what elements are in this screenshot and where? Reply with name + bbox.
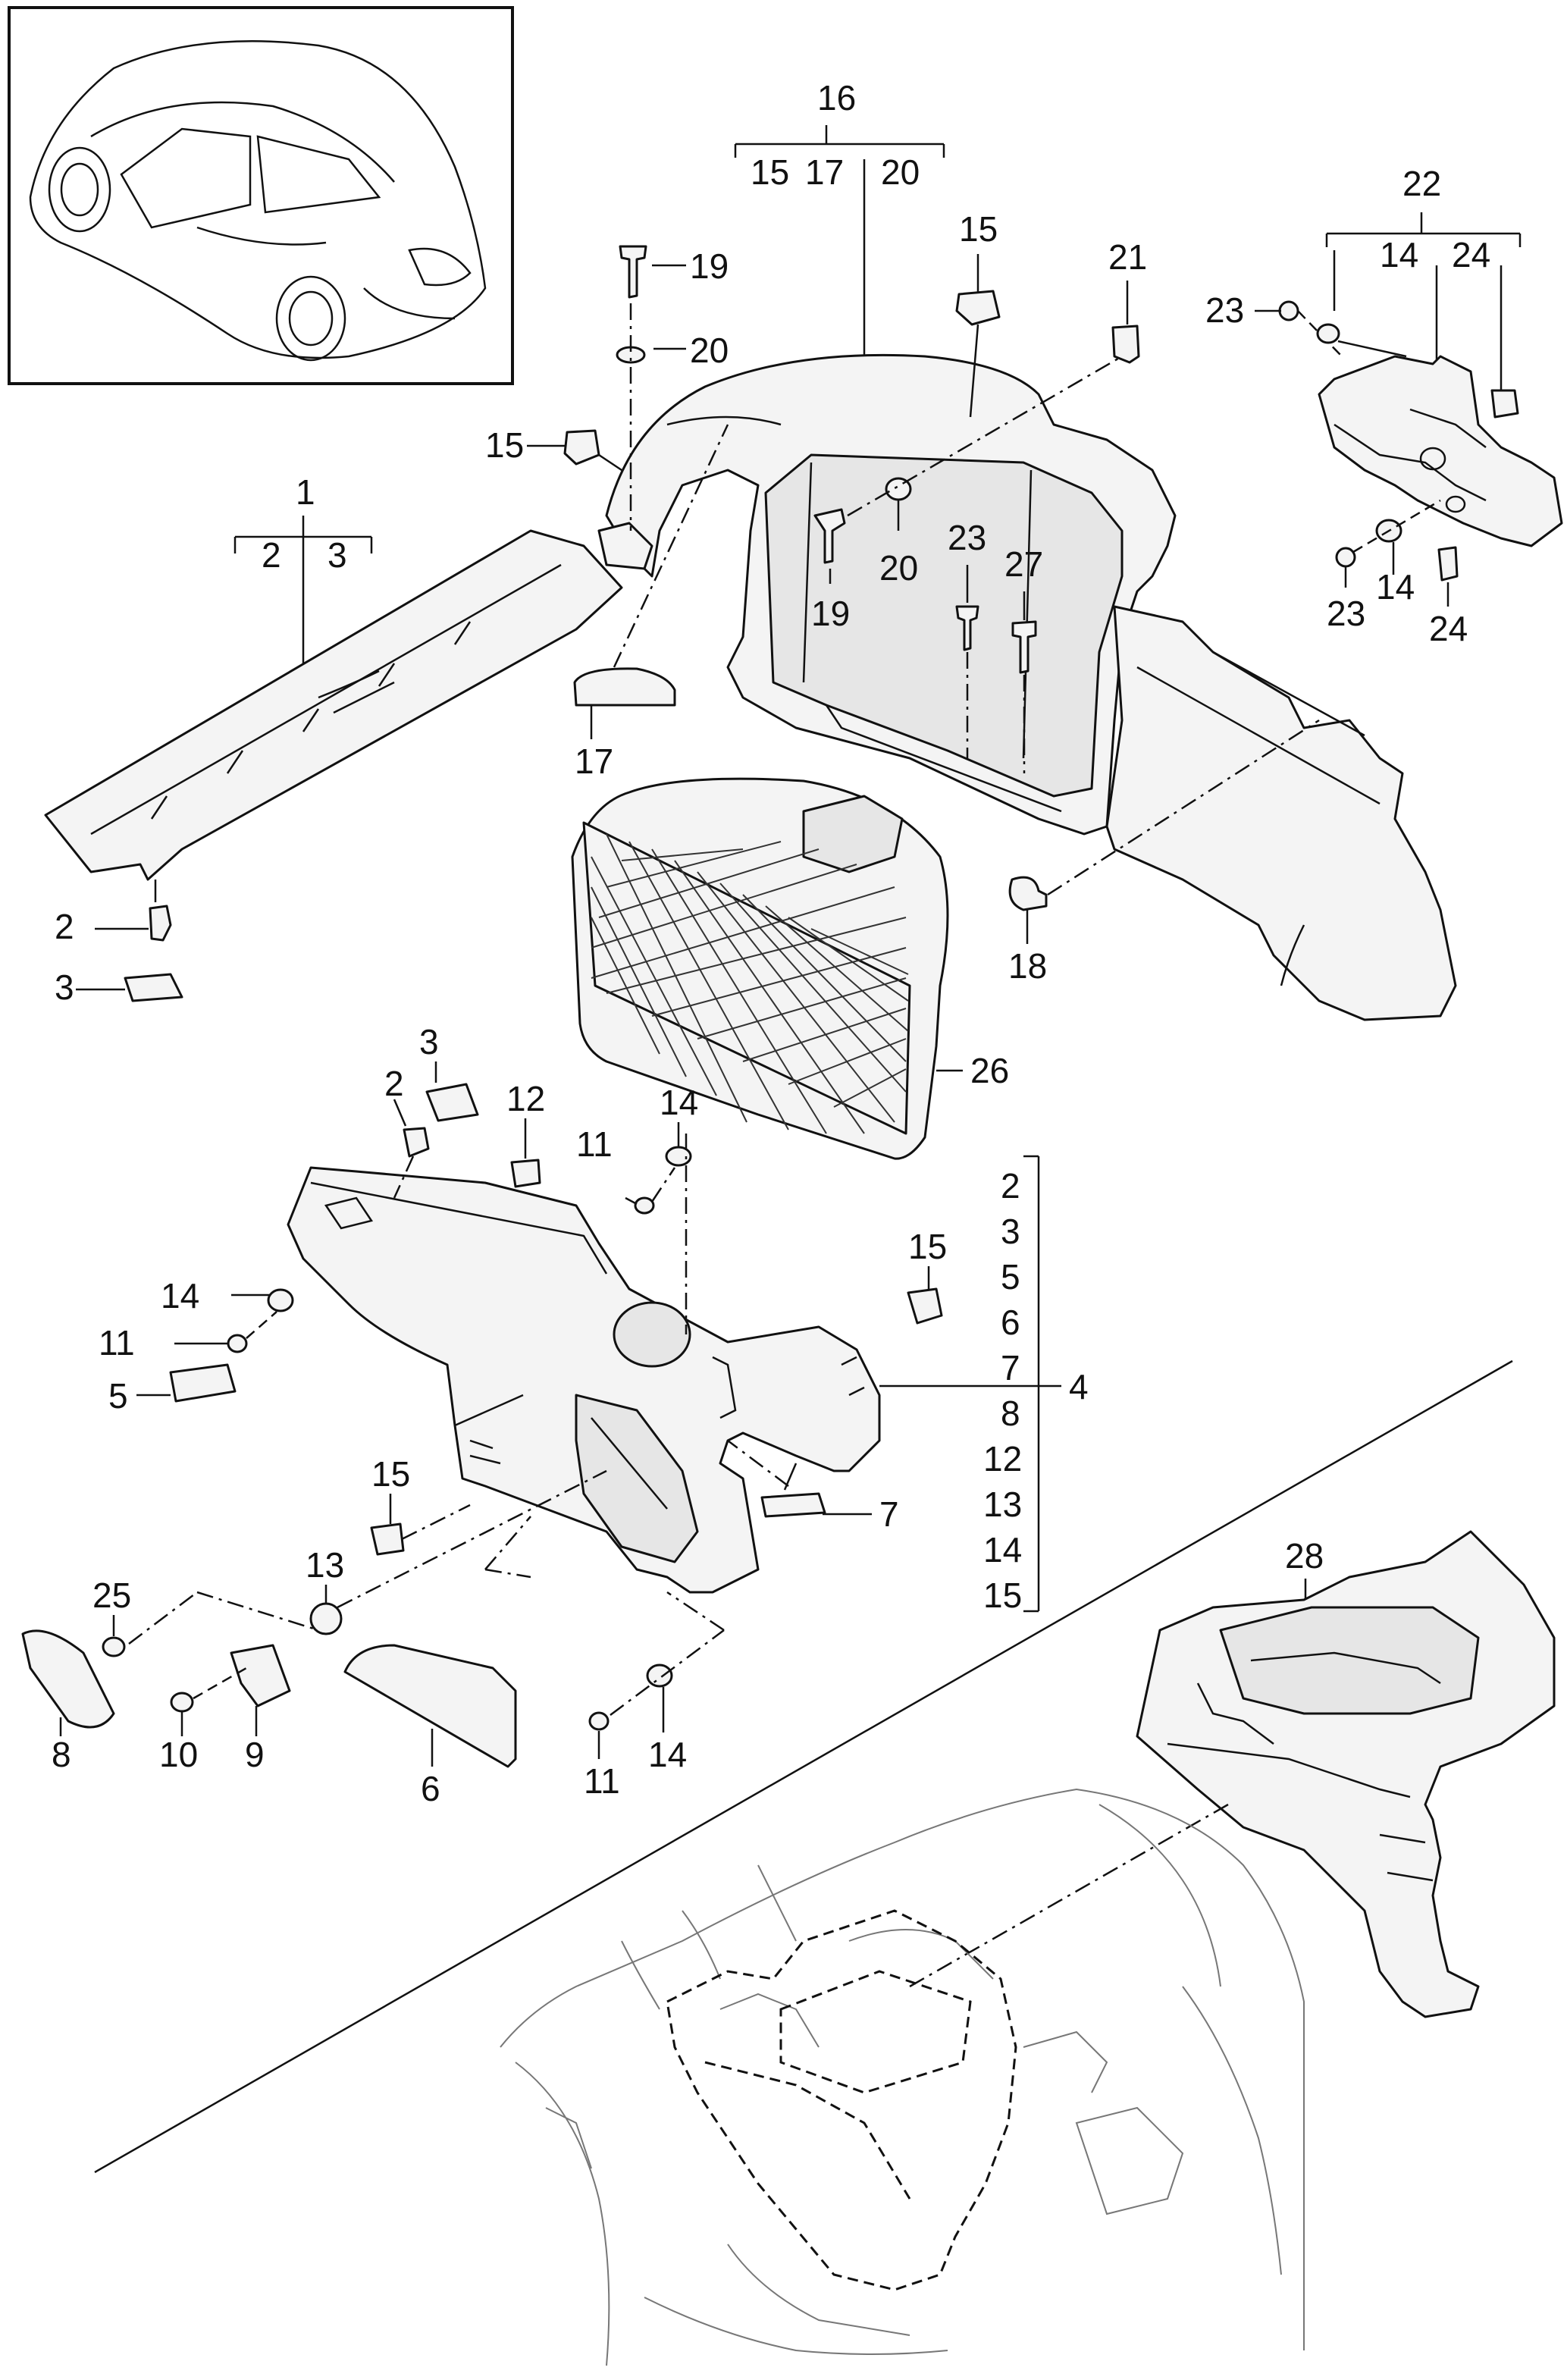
callout-26: 26 xyxy=(970,1051,1009,1090)
section-divider xyxy=(94,1359,1513,2174)
callout-3: 3 xyxy=(419,1022,439,1061)
callout-labels: 1 2 3 2 3 16 15 17 20 19 20 15 15 21 19 … xyxy=(52,78,1490,1808)
callout-8: 8 xyxy=(52,1735,71,1774)
callout-list-8: 8 xyxy=(1001,1394,1020,1433)
item-28-trunk-tray xyxy=(909,1530,1556,2018)
item-4-fasteners xyxy=(21,1061,943,1768)
callout-list-13: 13 xyxy=(983,1485,1022,1524)
callout-28: 28 xyxy=(1285,1536,1324,1576)
installed-view-sketch xyxy=(500,1788,1305,2366)
callout-13: 13 xyxy=(306,1545,344,1585)
callout-17: 17 xyxy=(805,152,844,192)
callout-14: 14 xyxy=(660,1083,698,1122)
callout-19: 19 xyxy=(690,246,729,286)
callout-24: 24 xyxy=(1452,235,1490,274)
callout-19: 19 xyxy=(811,594,850,633)
callout-15: 15 xyxy=(959,209,998,249)
callout-5: 5 xyxy=(108,1376,128,1416)
sill-trim-panel xyxy=(44,529,623,881)
callout-23: 23 xyxy=(1205,290,1244,330)
callout-20: 20 xyxy=(879,548,918,588)
callout-24: 24 xyxy=(1429,609,1468,648)
callout-20: 20 xyxy=(881,152,920,192)
callout-23: 23 xyxy=(948,518,986,557)
callout-10: 10 xyxy=(159,1735,198,1774)
item-4-side-trim xyxy=(287,1166,881,1594)
net-mesh xyxy=(591,833,909,1134)
item-22-bracket xyxy=(1255,212,1563,607)
callout-11: 11 xyxy=(576,1124,613,1164)
clip-2 xyxy=(149,905,172,942)
item-16-wheelarch-trim xyxy=(597,125,1457,1021)
callout-11: 11 xyxy=(99,1323,135,1362)
callout-16: 16 xyxy=(817,78,856,118)
callout-14: 14 xyxy=(1376,567,1415,607)
callout-20: 20 xyxy=(690,331,729,370)
item-26-net-panel xyxy=(571,777,963,1160)
item-16-fasteners xyxy=(527,245,1320,944)
callout-list-5: 5 xyxy=(1001,1257,1020,1297)
callout-list-7: 7 xyxy=(1001,1348,1020,1388)
callout-list-12: 12 xyxy=(983,1439,1022,1478)
callout-14: 14 xyxy=(161,1276,199,1315)
callout-22: 22 xyxy=(1402,164,1441,203)
callout-14: 14 xyxy=(648,1735,687,1774)
callout-list-14: 14 xyxy=(983,1530,1022,1569)
item-4-list-bracket xyxy=(879,1155,1061,1613)
callout-15: 15 xyxy=(908,1227,947,1266)
callout-18: 18 xyxy=(1008,946,1047,986)
callout-4: 4 xyxy=(1069,1367,1089,1406)
vehicle-overview-inset xyxy=(8,6,514,385)
callout-23: 23 xyxy=(1327,594,1365,633)
callout-2: 2 xyxy=(262,535,281,575)
callout-3: 3 xyxy=(55,967,74,1007)
callout-1: 1 xyxy=(296,472,315,512)
callout-17: 17 xyxy=(575,742,613,781)
callout-3: 3 xyxy=(328,535,347,575)
callout-25: 25 xyxy=(92,1576,131,1615)
callout-14: 14 xyxy=(1380,235,1418,274)
callout-7: 7 xyxy=(879,1494,899,1534)
callout-6: 6 xyxy=(421,1769,440,1808)
callout-11: 11 xyxy=(584,1761,620,1801)
callout-2: 2 xyxy=(384,1064,404,1103)
callout-list-15: 15 xyxy=(983,1576,1022,1615)
pad-3 xyxy=(124,973,183,1002)
callout-list-3: 3 xyxy=(1001,1212,1020,1251)
item-1-sill-trim-group xyxy=(44,516,623,1002)
callout-21: 21 xyxy=(1108,237,1147,277)
callout-12: 12 xyxy=(506,1079,545,1118)
callout-27: 27 xyxy=(1004,544,1043,584)
callout-15: 15 xyxy=(751,152,789,192)
callout-15: 15 xyxy=(371,1454,410,1494)
callout-9: 9 xyxy=(245,1735,265,1774)
callout-2: 2 xyxy=(55,907,74,946)
callout-15: 15 xyxy=(485,425,524,465)
callout-list-6: 6 xyxy=(1001,1303,1020,1342)
callout-list-2: 2 xyxy=(1001,1166,1020,1206)
